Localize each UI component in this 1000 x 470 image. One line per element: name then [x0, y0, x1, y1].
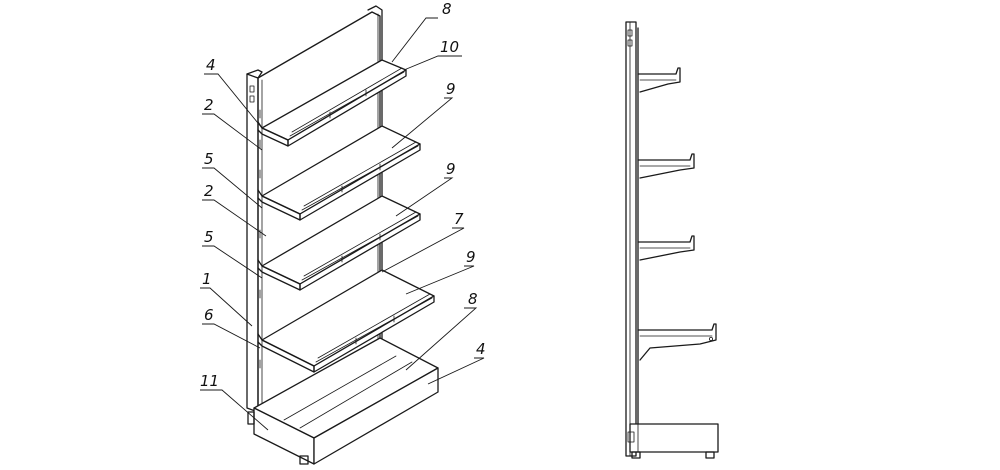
shelf-3 [257, 195, 421, 291]
callout-labels: 8 10 4 2 9 5 9 2 7 5 9 1 8 6 4 11 [200, 0, 486, 390]
callout-7: 7 [454, 210, 464, 228]
side-bracket-4 [637, 323, 717, 361]
side-elevation-view [625, 21, 719, 459]
callout-5-upper: 5 [204, 150, 214, 168]
callout-6: 6 [204, 306, 214, 324]
callout-10: 10 [440, 38, 459, 56]
callout-9-upper: 9 [446, 80, 456, 98]
callout-4-bottom: 4 [476, 340, 486, 358]
side-upright [625, 21, 637, 457]
upright-slot-2 [627, 39, 633, 47]
shelf-1 [257, 59, 407, 147]
callout-9-lower: 9 [466, 248, 476, 266]
callout-9-middle: 9 [446, 160, 456, 178]
side-bracket-1 [637, 67, 681, 93]
base-unit [247, 337, 439, 465]
isometric-shelf-view [246, 5, 439, 465]
callout-8-bottom: 8 [468, 290, 478, 308]
side-base [627, 423, 719, 459]
callout-4-top: 4 [206, 56, 216, 74]
side-bracket-2 [637, 153, 695, 179]
callout-1: 1 [202, 270, 212, 288]
callout-8-top: 8 [442, 0, 452, 18]
upright-slot-1 [627, 29, 633, 37]
side-bracket-3 [637, 235, 695, 261]
callout-2-lower: 2 [204, 182, 214, 200]
callout-11: 11 [200, 372, 219, 390]
callout-2-upper: 2 [204, 96, 214, 114]
callout-5-lower: 5 [204, 228, 214, 246]
leader-lines [200, 17, 485, 431]
shelf-4 [257, 269, 435, 373]
shelf-2 [257, 125, 421, 221]
